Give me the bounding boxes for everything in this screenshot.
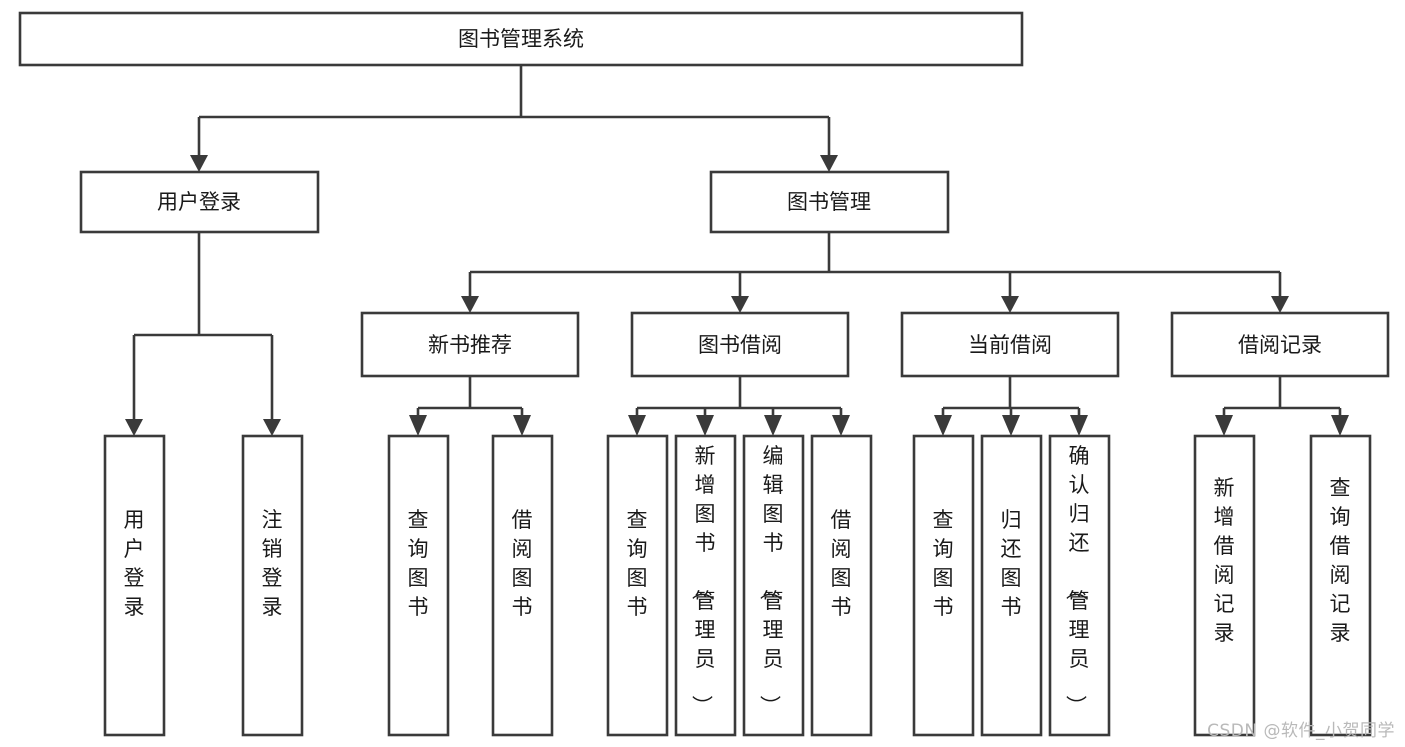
arrow-head-bookmgmt <box>820 155 838 172</box>
node-leaf-5-label: 查询图书 <box>627 508 648 619</box>
node-root[interactable]: 图书管理系统 <box>18 11 1024 67</box>
node-leaf-6[interactable]: 新增图书（管理员） <box>674 434 737 737</box>
node-leaf-3-box[interactable] <box>387 434 450 737</box>
node-leaf-13-label: 查询借阅记录 <box>1330 476 1351 645</box>
arrow-head-leaf-13 <box>1331 415 1349 436</box>
node-leaf-4[interactable]: 借阅图书 <box>491 434 554 737</box>
node-leaf-10-label: 归还图书 <box>1001 508 1022 619</box>
node-leaf-11-box[interactable] <box>1048 434 1111 737</box>
arrow-head-login <box>190 155 208 172</box>
arrow-head-records <box>1271 296 1289 313</box>
node-leaf-10-box[interactable] <box>980 434 1043 737</box>
arrow-head-leaf-12 <box>1215 415 1233 436</box>
arrow-head-leaf-5 <box>628 415 646 436</box>
node-login-label: 用户登录 <box>157 190 241 214</box>
node-root-label: 图书管理系统 <box>458 27 584 51</box>
node-leaf-8[interactable]: 借阅图书 <box>810 434 873 737</box>
node-leaf-4-label: 借阅图书 <box>512 508 533 619</box>
node-login[interactable]: 用户登录 <box>79 170 320 234</box>
node-leaf-7[interactable]: 编辑图书（管理员） <box>742 434 805 737</box>
node-leaf-8-label: 借阅图书 <box>831 508 852 619</box>
node-records-box[interactable] <box>1170 311 1390 378</box>
node-borrow-label: 图书借阅 <box>698 333 782 357</box>
node-leaf-12[interactable]: 新增借阅记录 <box>1193 434 1256 737</box>
leaf-nodes-layer: 用户登录 注销登录 查询图书 借阅图书 查询图书 新增图书（管理员） <box>103 434 1372 737</box>
node-borrow-box[interactable] <box>630 311 850 378</box>
csdn-watermark: CSDN @软件_小贺同学 <box>1207 721 1395 741</box>
node-leaf-9[interactable]: 查询图书 <box>912 434 975 737</box>
node-leaf-7-label: 编辑图书（管理员） <box>758 444 784 716</box>
node-leaf-7-box[interactable] <box>742 434 805 737</box>
connector-layer <box>125 65 1349 436</box>
node-leaf-1-box[interactable] <box>103 434 166 737</box>
arrow-head-borrow <box>731 296 749 313</box>
node-leaf-2[interactable]: 注销登录 <box>241 434 304 737</box>
node-bookmgmt-box[interactable] <box>709 170 950 234</box>
node-leaf-3-label: 查询图书 <box>408 508 429 619</box>
node-leaf-6-label: 新增图书（管理员） <box>690 444 716 716</box>
node-leaf-8-box[interactable] <box>810 434 873 737</box>
node-records-label: 借阅记录 <box>1238 333 1322 357</box>
arrow-head-leaf-4 <box>513 415 531 436</box>
node-bookmgmt-label: 图书管理 <box>787 190 871 214</box>
node-current[interactable]: 当前借阅 <box>900 311 1120 378</box>
node-records[interactable]: 借阅记录 <box>1170 311 1390 378</box>
node-login-box[interactable] <box>79 170 320 234</box>
node-leaf-10[interactable]: 归还图书 <box>980 434 1043 737</box>
node-bookmgmt[interactable]: 图书管理 <box>709 170 950 234</box>
arrow-head-leaf-2 <box>263 419 281 436</box>
node-leaf-9-label: 查询图书 <box>933 508 954 619</box>
node-leaf-11-label: 确认归还（管理员） <box>1064 444 1090 716</box>
arrow-head-leaf-10 <box>1002 415 1020 436</box>
node-current-label: 当前借阅 <box>968 333 1052 357</box>
arrow-head-current <box>1001 296 1019 313</box>
node-leaf-1-label: 用户登录 <box>124 508 145 619</box>
arrow-head-leaf-9 <box>934 415 952 436</box>
arrow-head-leaf-3 <box>409 415 427 436</box>
node-leaf-5-box[interactable] <box>606 434 669 737</box>
arrow-head-leaf-1 <box>125 419 143 436</box>
node-leaf-3[interactable]: 查询图书 <box>387 434 450 737</box>
node-leaf-12-label: 新增借阅记录 <box>1214 476 1235 645</box>
node-leaf-2-label: 注销登录 <box>262 508 283 619</box>
node-leaf-11[interactable]: 确认归还（管理员） <box>1048 434 1111 737</box>
node-newbook-box[interactable] <box>360 311 580 378</box>
node-leaf-4-box[interactable] <box>491 434 554 737</box>
node-leaf-13[interactable]: 查询借阅记录 <box>1309 434 1372 737</box>
node-borrow[interactable]: 图书借阅 <box>630 311 850 378</box>
node-leaf-1[interactable]: 用户登录 <box>103 434 166 737</box>
node-leaf-12-box[interactable] <box>1193 434 1256 737</box>
node-leaf-6-box[interactable] <box>674 434 737 737</box>
node-root-box[interactable] <box>18 11 1024 67</box>
node-leaf-9-box[interactable] <box>912 434 975 737</box>
arrow-head-newbook <box>461 296 479 313</box>
node-leaf-2-box[interactable] <box>241 434 304 737</box>
arrow-head-leaf-8 <box>832 415 850 436</box>
arrow-head-leaf-6 <box>696 415 714 436</box>
node-leaf-13-box[interactable] <box>1309 434 1372 737</box>
node-newbook[interactable]: 新书推荐 <box>360 311 580 378</box>
arrow-head-leaf-7 <box>764 415 782 436</box>
node-leaf-5[interactable]: 查询图书 <box>606 434 669 737</box>
node-newbook-label: 新书推荐 <box>428 333 512 357</box>
node-current-box[interactable] <box>900 311 1120 378</box>
arrow-head-leaf-11 <box>1070 415 1088 436</box>
